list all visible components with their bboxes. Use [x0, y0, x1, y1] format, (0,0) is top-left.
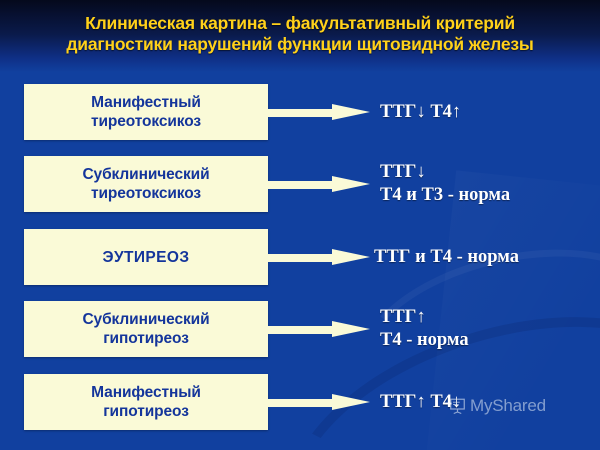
- arrow-right-icon: [268, 394, 370, 411]
- result-label: ТТГ↑ Т4↓: [380, 391, 462, 412]
- condition-box-manifest-thyrotoxicosis[interactable]: Манифестный тиреотоксикоз: [24, 84, 268, 140]
- condition-label: Манифестный тиреотоксикоз: [90, 94, 202, 130]
- result-label: ТТГ↓ Т4 и Т3 - норма: [380, 162, 511, 205]
- arrow-right-icon: [268, 104, 370, 121]
- result-label: ТТГ↓ Т4↑: [380, 101, 462, 122]
- diagnosis-row: Субклинический гипотиреоз ТТГ↑ Т4 - норм…: [0, 301, 600, 357]
- arrow-right-icon: [268, 321, 370, 338]
- condition-label: Манифестный гипотиреоз: [91, 384, 201, 420]
- diagnosis-row: ЭУТИРЕОЗ ТТГ и Т4 - норма: [0, 229, 600, 285]
- condition-label: ЭУТИРЕОЗ: [102, 248, 190, 266]
- condition-label: Субклинический гипотиреоз: [82, 311, 210, 347]
- result-label: ТТГ↑ Т4 - норма: [380, 307, 469, 350]
- arrow-right-icon: [268, 176, 370, 193]
- condition-box-euthyroidism[interactable]: ЭУТИРЕОЗ: [24, 229, 268, 285]
- diagnosis-row: Манифестный тиреотоксикоз ТТГ↓ Т4↑: [0, 84, 600, 140]
- result-label: ТТГ и Т4 - норма: [374, 246, 520, 267]
- condition-box-subclinical-hypothyroidism[interactable]: Субклинический гипотиреоз: [24, 301, 268, 357]
- slide-title: Клиническая картина – факультативный кри…: [66, 13, 534, 54]
- condition-label: Субклинический тиреотоксикоз: [82, 166, 210, 202]
- condition-box-manifest-hypothyroidism[interactable]: Манифестный гипотиреоз: [24, 374, 268, 430]
- arrow-right-icon: [268, 249, 370, 266]
- diagnosis-row: Субклинический тиреотоксикоз ТТГ↓ Т4 и Т…: [0, 156, 600, 212]
- condition-box-subclinical-thyrotoxicosis[interactable]: Субклинический тиреотоксикоз: [24, 156, 268, 212]
- diagnosis-row: Манифестный гипотиреоз ТТГ↑ Т4↓: [0, 374, 600, 430]
